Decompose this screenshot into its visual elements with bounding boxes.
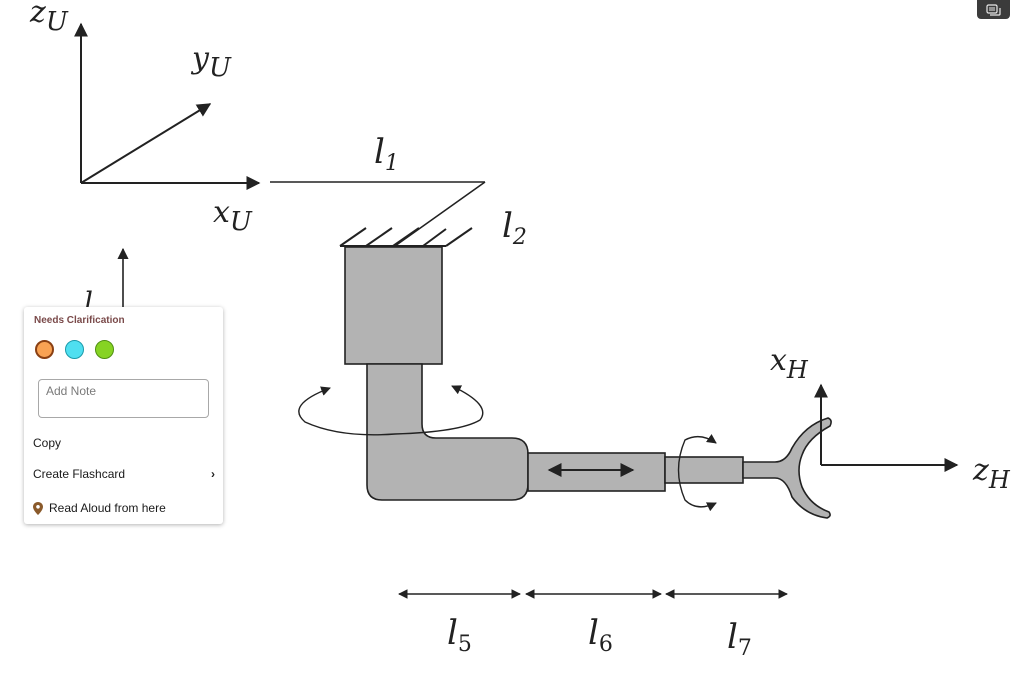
x-u-label: xU (213, 195, 253, 237)
l7-label: l7 (727, 617, 752, 661)
copy-menu-item[interactable]: Copy (33, 436, 215, 450)
hand-frame: xH zH (770, 343, 1011, 494)
prismatic-link (527, 452, 666, 492)
offset-lines: l1 l2 (270, 132, 527, 250)
l5-label: l5 (447, 613, 472, 657)
column-rotation-arrow (298, 385, 484, 436)
y-u-axis (80, 103, 212, 184)
dimension-arrows: l5 l6 l7 (398, 589, 788, 661)
popup-title: Needs Clarification (34, 315, 125, 326)
location-pin-icon (33, 501, 43, 515)
l6-label: l6 (588, 613, 613, 657)
partial-link-label: l (84, 286, 93, 319)
universal-frame: zU yU xU (29, 0, 261, 237)
add-note-input[interactable] (38, 379, 209, 418)
l1-label: l1 (374, 132, 399, 176)
x-h-label: xH (770, 343, 809, 384)
copy-label: Copy (33, 436, 62, 450)
z-u-label: zU (29, 0, 69, 37)
color-swatch-cyan[interactable] (65, 340, 84, 359)
read-aloud-menu-item[interactable]: Read Aloud from here (33, 501, 215, 515)
chevron-right-icon: › (211, 467, 215, 481)
ground-hatch (339, 227, 473, 247)
create-flashcard-menu-item[interactable]: Create Flashcard › (33, 467, 215, 481)
create-flashcard-label: Create Flashcard (33, 467, 126, 481)
y-u-label: yU (190, 41, 232, 83)
wrist-link (664, 456, 744, 484)
color-swatch-orange[interactable] (35, 340, 54, 359)
notes-stack-icon (986, 3, 1001, 16)
color-swatch-green[interactable] (95, 340, 114, 359)
base-block (344, 246, 443, 365)
elbow-link (366, 363, 529, 501)
wrist-rotation-arrow (677, 433, 717, 512)
z-h-label: zH (972, 453, 1011, 494)
gripper (742, 417, 832, 519)
read-aloud-label: Read Aloud from here (49, 501, 166, 515)
notes-toggle-button[interactable] (977, 0, 1010, 19)
l2-label: l2 (502, 206, 527, 250)
highlight-popup: Needs Clarification Copy Create Flashcar… (24, 307, 223, 524)
